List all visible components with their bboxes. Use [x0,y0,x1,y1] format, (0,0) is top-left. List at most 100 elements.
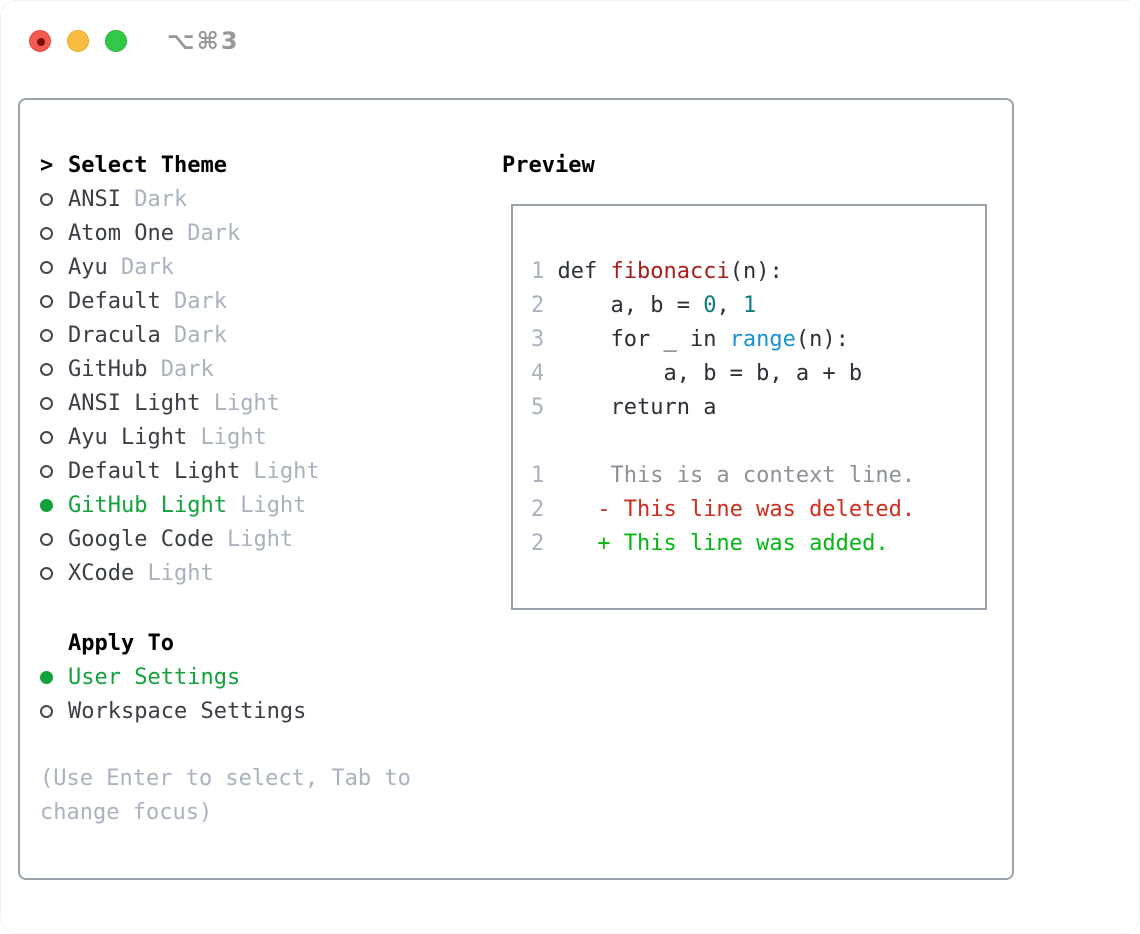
variant-tag: Dark [160,322,227,348]
radio-column [40,464,68,478]
code-segment: 3 [531,326,545,352]
theme-option[interactable]: Default Light Light [40,454,480,488]
keyboard-shortcut-label: ⌥⌘3 [167,27,240,55]
code-line: 5 return a [531,390,985,424]
code-segment: 0 [703,292,717,318]
radio-unselected-icon [40,192,53,206]
radio-unselected-icon [40,396,53,410]
radio-unselected-icon [40,260,53,274]
help-text: (Use Enter to select, Tab to change focu… [40,766,411,825]
theme-option[interactable]: ANSI Light Light [40,386,480,420]
theme-option[interactable]: GitHub Light Light [40,488,480,522]
radio-unselected-icon [40,532,53,546]
variant-tag: Light [187,424,267,450]
code-segment: + This line was added. [544,530,889,556]
code-segment: a, b = [544,292,704,318]
radio-column [40,192,68,206]
code-segment: 1 [742,292,757,318]
theme-option[interactable]: Ayu Dark [40,250,480,284]
radio-column [40,260,68,274]
code-segment: 1 [531,462,545,488]
radio-unselected-icon [40,226,53,240]
radio-column [40,294,68,308]
radio-column [40,498,68,512]
variant-tag: Dark [120,186,188,212]
code-segment: for _ in [544,326,730,352]
option-label: Workspace Settings [68,698,307,724]
radio-unselected-icon [40,464,53,478]
option-label: XCode [68,560,135,586]
variant-tag: Light [134,560,214,586]
minimize-button[interactable] [67,30,89,52]
radio-column [40,226,68,240]
theme-option[interactable]: Ayu Light Light [40,420,480,454]
code-segment: fibonacci [610,258,730,284]
titlebar: ⌥⌘3 [29,27,240,55]
close-button[interactable] [29,30,51,52]
code-segment: (n): [795,326,849,352]
theme-list-title: Select Theme [68,152,227,178]
theme-option[interactable]: XCode Light [40,556,480,590]
code-line: 1 This is a context line. [531,458,985,492]
radio-column [40,566,68,580]
theme-option[interactable]: GitHub Dark [40,352,480,386]
code-segment: return a [544,394,717,420]
code-segment: 1 [531,258,545,284]
code-segment: 2 [531,292,545,318]
variant-tag: Light [226,492,307,518]
code-line: 4 a, b = b, a + b [531,356,985,390]
theme-option[interactable]: ANSI Dark [40,182,480,216]
variant-tag: Dark [173,220,241,246]
variant-tag: Light [240,458,320,484]
option-label: GitHub [68,356,148,382]
radio-unselected-icon [40,362,53,376]
radio-unselected-icon [40,294,53,308]
option-label: Google Code [68,526,214,552]
variant-tag: Light [200,390,280,416]
code-segment: 2 [531,530,545,556]
radio-column [40,670,68,684]
apply-to-option[interactable]: Workspace Settings [40,694,480,728]
code-line: 2 a, b = 0, 1 [531,288,985,322]
code-line: 3 for _ in range(n): [531,322,985,356]
variant-tag: Dark [147,356,214,382]
code-segment: 2 [531,496,545,522]
code-segment: a, b = b, a + b [544,360,863,386]
radio-column [40,430,68,444]
apply-to-option[interactable]: User Settings [40,660,480,694]
option-label: Default [68,288,161,314]
radio-column [40,704,68,718]
variant-tag: Dark [107,254,174,280]
theme-list-title-row: > Select Theme [40,148,480,182]
theme-option[interactable]: Dracula Dark [40,318,480,352]
option-label: Dracula [68,322,161,348]
unsaved-dot-icon [37,38,45,46]
theme-option[interactable]: Default Dark [40,284,480,318]
code-segment: range [729,326,796,352]
radio-column [40,362,68,376]
theme-option[interactable]: Google Code Light [40,522,480,556]
option-label: ANSI Light [68,390,201,416]
apply-to-title-row: Apply To [40,626,480,660]
radio-selected-icon [40,498,53,512]
radio-unselected-icon [40,430,53,444]
option-label: GitHub Light [68,492,227,518]
code-segment: - This line was deleted. [544,496,916,522]
code-line [531,424,985,458]
code-segment: (n): [729,258,783,284]
zoom-button[interactable] [105,30,127,52]
option-label: Ayu Light [68,424,188,450]
option-label: User Settings [68,664,241,690]
preview-title: Preview [502,152,595,178]
theme-option[interactable]: Atom One Dark [40,216,480,250]
apply-to-title: Apply To [68,630,174,656]
option-label: Atom One [68,220,174,246]
radio-unselected-icon [40,328,53,342]
